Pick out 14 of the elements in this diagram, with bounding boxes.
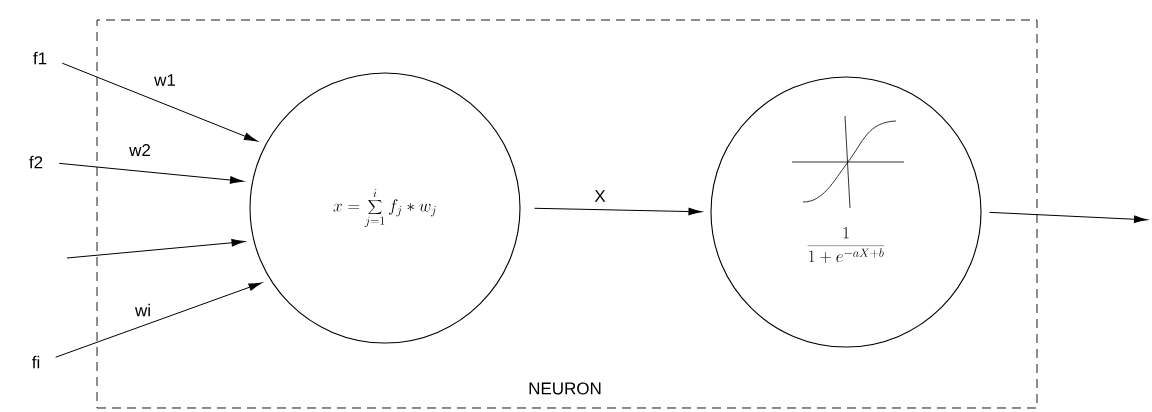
arrow (534, 207, 702, 216)
input-label: f1 (33, 51, 47, 65)
edge-label: w1 (153, 73, 177, 87)
edge-label: X (593, 189, 607, 203)
arrow (61, 62, 258, 142)
arrow (989, 211, 1148, 223)
edge-label: w2 (128, 143, 152, 157)
input-label: fi (32, 355, 40, 369)
edge-label: wi (134, 302, 153, 318)
frame-label: NEURON (529, 382, 601, 395)
arrow (58, 162, 244, 184)
arrow (55, 282, 263, 358)
arrow (66, 239, 245, 259)
input-label: f2 (29, 155, 43, 169)
